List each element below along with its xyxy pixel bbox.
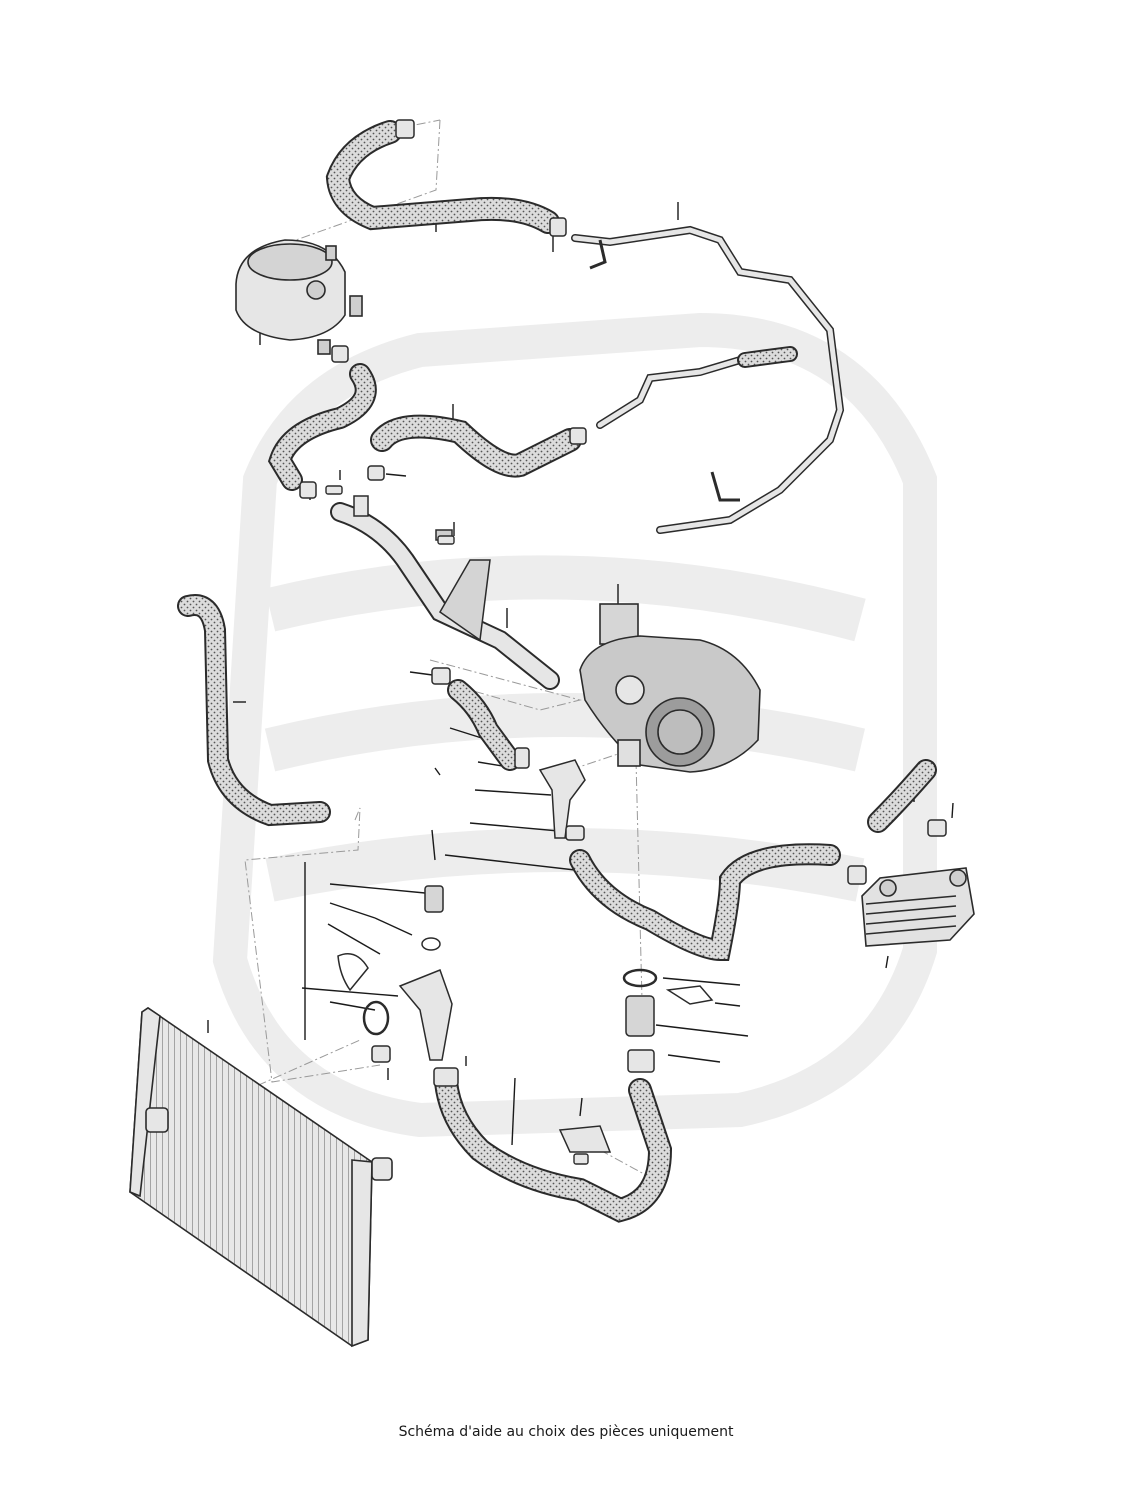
upper-bleed-hose [596,346,798,429]
leader-lines [207,202,954,1146]
coolant-pipe [330,495,560,690]
upper-hose [325,119,567,237]
disclaimer-caption: Schéma d'aide au choix des pièces unique… [398,1424,734,1440]
oil-cooler-hose [569,759,947,962]
expansion-tank [235,239,363,355]
tank-hoses [267,345,587,499]
left-hose [177,594,331,827]
fasteners [325,485,589,1165]
temperature-sensor-assembly [337,885,714,1073]
breather-pipe [571,225,845,534]
lower-hose [433,1067,673,1223]
oil-cooler [861,867,975,947]
thermostat-connectors [431,667,586,841]
radiator [129,1007,393,1348]
water-pump-housing [579,603,761,773]
